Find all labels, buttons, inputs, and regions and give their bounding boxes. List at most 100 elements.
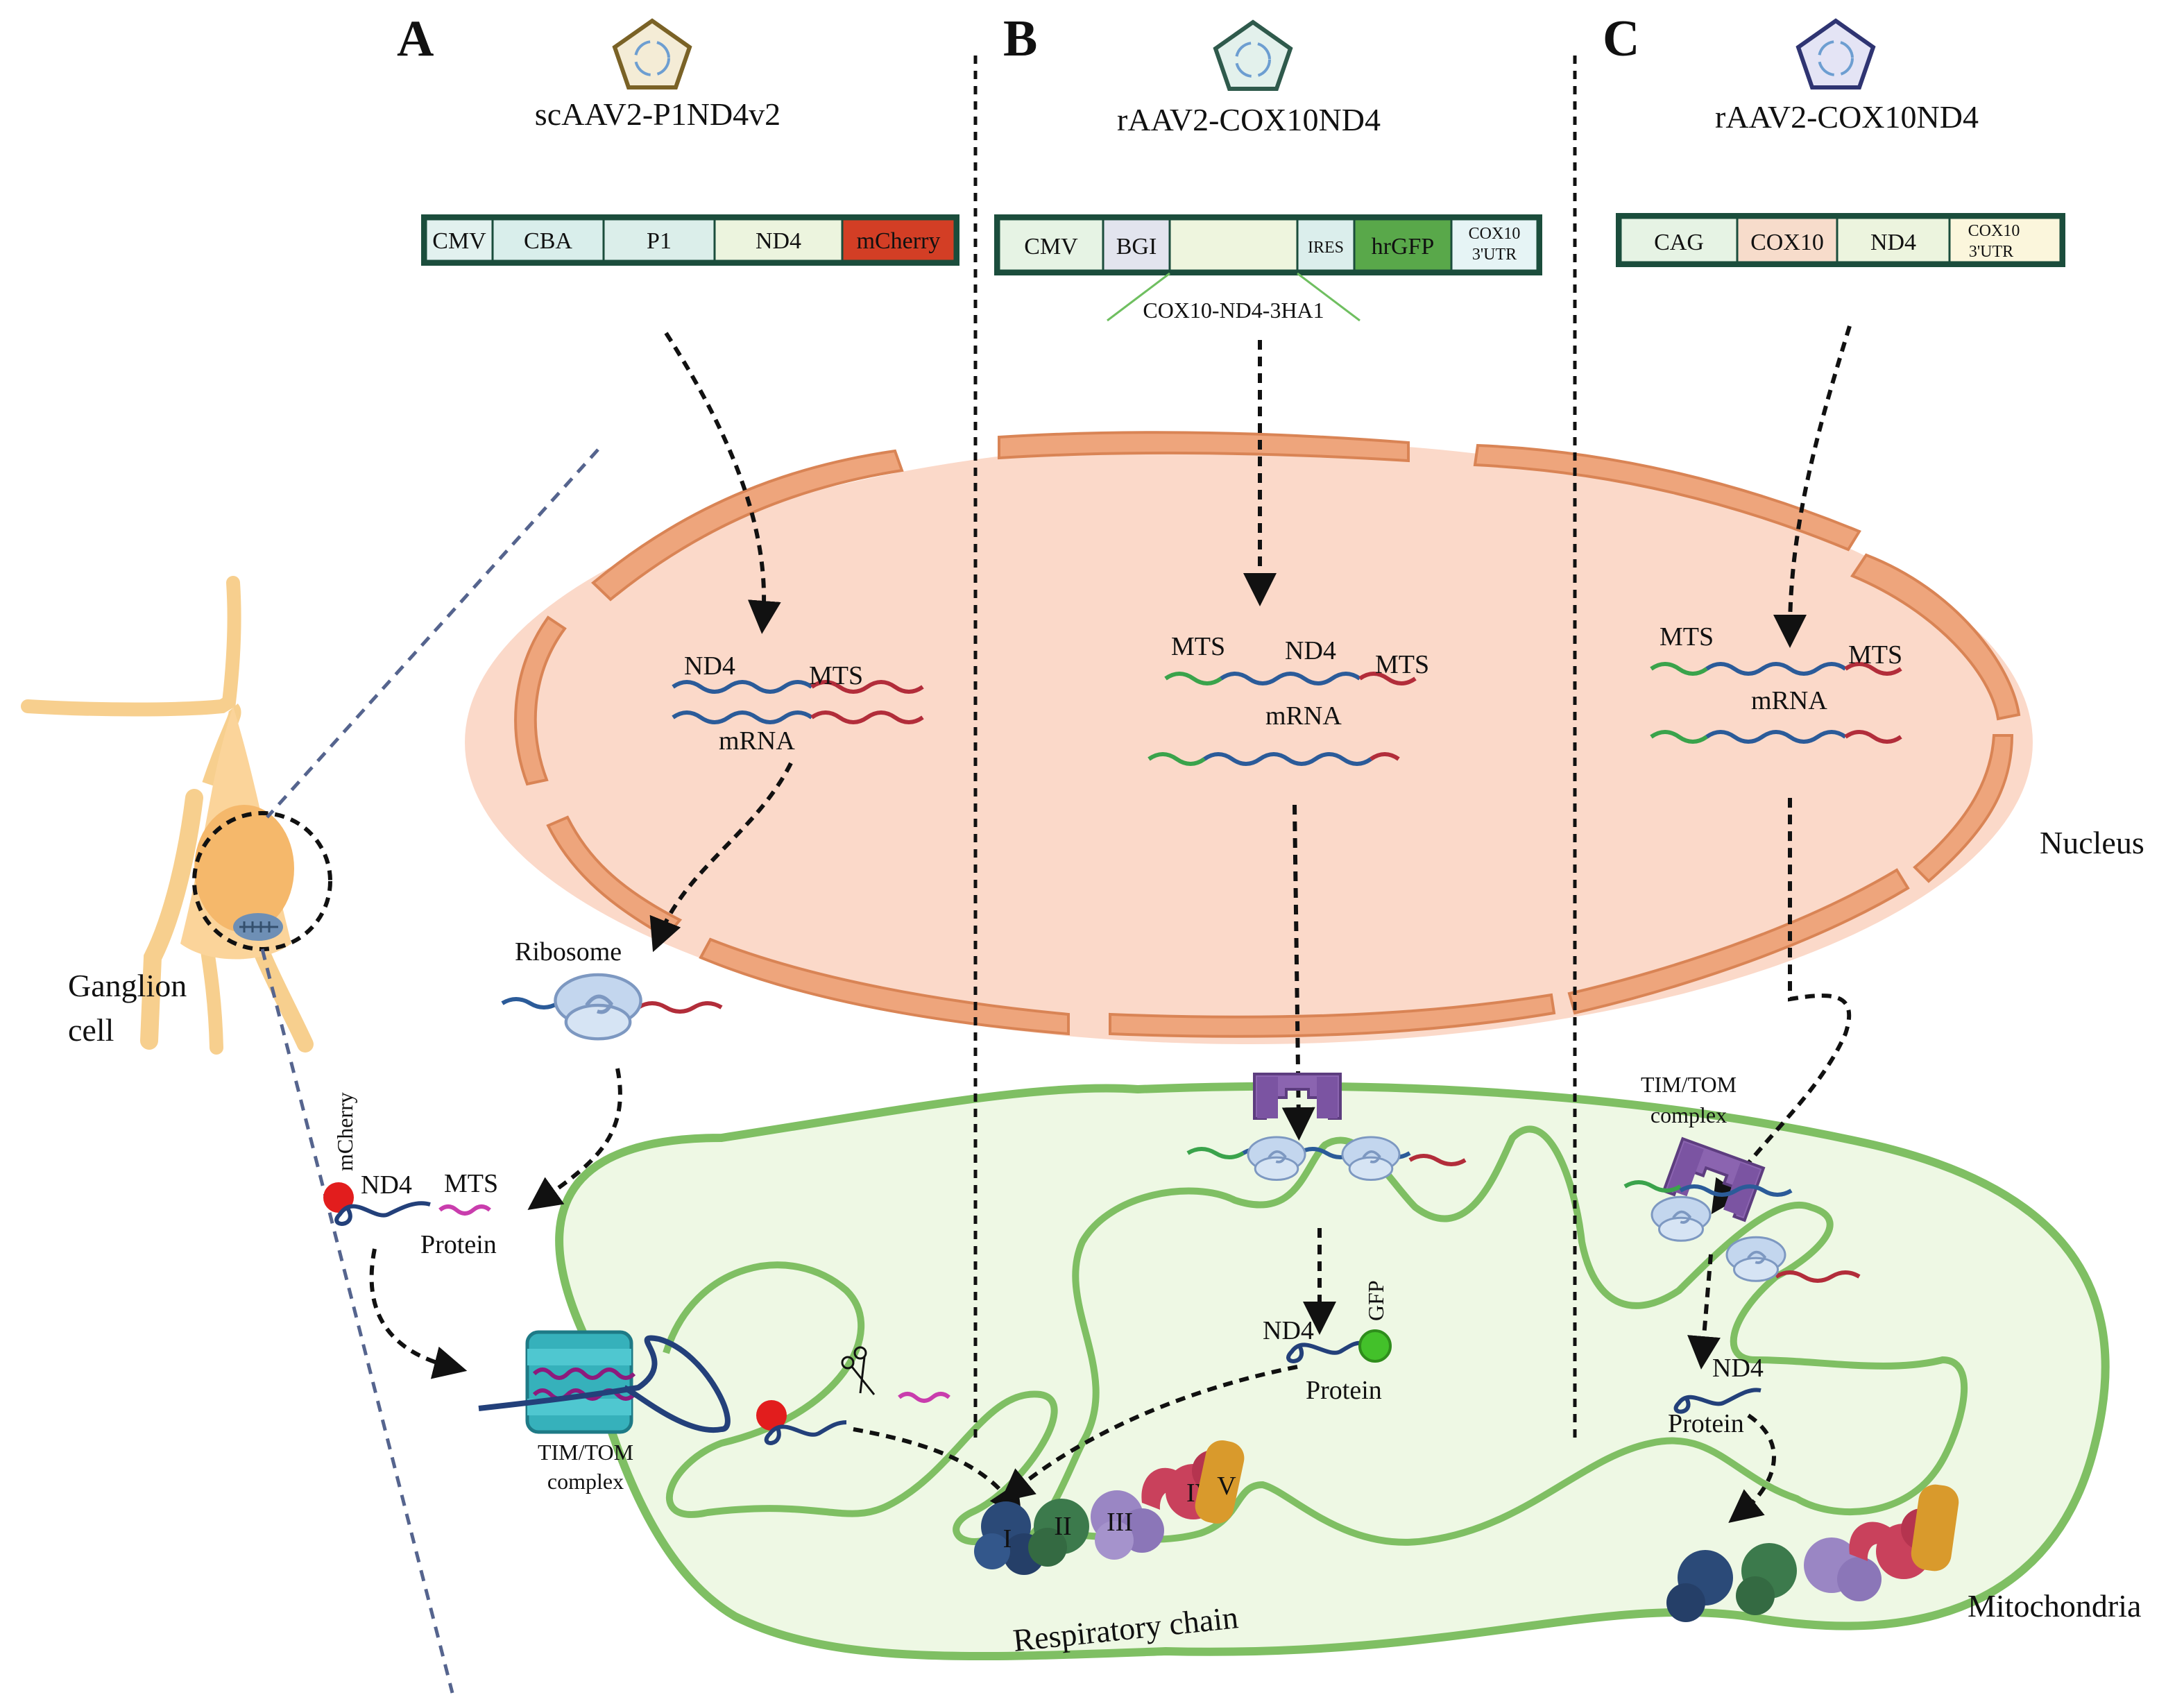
complex-iii: III <box>1091 1490 1164 1560</box>
segment-label: COX10 <box>1469 225 1521 243</box>
segment-label: CAG <box>1654 230 1704 255</box>
protein-a: mCherry ND4 MTS Protein <box>323 1092 498 1259</box>
mrna-a: ND4 MTS mRNA <box>672 651 924 756</box>
protein-nd4-label: ND4 <box>361 1170 412 1200</box>
mitochondria-label: Mitochondria <box>1968 1588 2141 1624</box>
complex-label: III <box>1107 1508 1133 1537</box>
translating-ribosomes-b <box>1186 1136 1467 1181</box>
mrna-mts-label: MTS <box>1848 640 1902 670</box>
insert-label: COX10-ND4-3HA1 <box>1143 298 1324 323</box>
segment-label: P1 <box>647 228 672 254</box>
cleaved-protein-a <box>756 1346 950 1445</box>
segment-label: CMV <box>432 228 486 254</box>
mrna-label: mRNA <box>719 726 795 756</box>
aav-capsid-icon <box>1795 18 1876 90</box>
zoom-line-top <box>266 448 599 819</box>
ganglion-cell <box>21 576 332 1055</box>
ribosome-icon <box>1650 1195 1712 1242</box>
mcherry-ball <box>323 1182 354 1213</box>
ganglion-cell-label: cell <box>68 1012 114 1048</box>
flow-arrows <box>369 325 1852 1524</box>
complex-v: V <box>1195 1440 1245 1524</box>
ribosome-icon <box>1725 1236 1786 1282</box>
protein-label: Protein <box>1306 1376 1382 1405</box>
segment-nd4 <box>1836 216 1951 264</box>
vector-name-b: rAAV2-COX10ND4 <box>1117 102 1381 137</box>
mrna-label: mRNA <box>1265 701 1342 731</box>
aav-capsid-icon <box>1213 19 1293 91</box>
mrna-mts-label: MTS <box>1171 632 1225 661</box>
mrna-mts-label: MTS <box>1660 622 1714 651</box>
segment-mcherry <box>841 218 956 262</box>
mrna-mts-label: MTS <box>1375 650 1429 679</box>
segment-label: COX10 <box>1968 222 2020 240</box>
panel-letter-b: B <box>1003 10 1037 67</box>
protein-nd4-label: ND4 <box>1712 1354 1764 1383</box>
segment-label: 3'UTR <box>1969 243 2013 261</box>
panel-a-header: A scAAV2-P1ND4v2 <box>397 10 780 132</box>
panel-letter-c: C <box>1603 10 1639 67</box>
ribosome-label: Ribosome <box>515 937 622 966</box>
complex-ii: II <box>1028 1499 1089 1567</box>
complex-label: V <box>1217 1472 1236 1501</box>
protein-label: Protein <box>1668 1409 1744 1438</box>
translating-ribosomes-c <box>1623 1180 1861 1283</box>
mrna-nd4-label: ND4 <box>1285 636 1336 665</box>
complex-label: II <box>1054 1512 1071 1541</box>
tim-tom-label: TIM/TOM <box>1641 1072 1737 1097</box>
complex-label: I <box>1003 1524 1012 1553</box>
segment-label: IRES <box>1308 239 1344 257</box>
construct-b: CMV BGI IRES hrGFP COX10 3'UTR COX10-ND4… <box>994 214 1542 323</box>
protein-c: ND4 Protein <box>1668 1354 1764 1438</box>
ribosome-icon <box>1247 1136 1306 1181</box>
segment-cag <box>1619 216 1739 264</box>
protein-mts-label: MTS <box>444 1169 498 1198</box>
protein-b: ND4 GFP Protein <box>1263 1280 1392 1405</box>
ribosome-icon <box>555 975 640 1039</box>
segment-insert <box>1168 218 1299 272</box>
segment-cox10-utr <box>1450 218 1539 272</box>
segment-bgi <box>1102 218 1171 272</box>
tim-tom-label: complex <box>1650 1102 1727 1127</box>
segment-cba <box>491 218 605 262</box>
segment-cmv <box>998 218 1104 272</box>
segment-label: ND4 <box>756 228 801 254</box>
panel-b-header: B rAAV2-COX10ND4 <box>1003 10 1381 137</box>
ribosome-a: Ribosome <box>501 937 723 1039</box>
segment-label: CBA <box>524 228 572 254</box>
mitochondrion <box>555 1082 2110 1661</box>
vector-name-c: rAAV2-COX10ND4 <box>1715 99 1979 135</box>
panel-letter-a: A <box>397 10 434 67</box>
protein-label: Protein <box>420 1230 497 1259</box>
mrna-nd4-label: ND4 <box>684 651 735 681</box>
tim-tom-import-pore-a: TIM/TOM complex <box>478 1330 731 1494</box>
segment-label: ND4 <box>1870 230 1916 255</box>
mrna-label: mRNA <box>1751 686 1827 715</box>
mrna-c: MTS MTS mRNA <box>1650 622 1902 744</box>
segment-ires <box>1296 218 1356 272</box>
ganglion-cell-label: Ganglion <box>68 968 187 1003</box>
vector-name-a: scAAV2-P1ND4v2 <box>535 96 780 132</box>
protein-nd4-label: ND4 <box>1263 1316 1314 1345</box>
segment-nd4 <box>713 218 844 262</box>
respiratory-chain: I II III IV V Respiratory chain <box>974 1440 1245 1658</box>
tim-tom-label: TIM/TOM <box>538 1440 633 1465</box>
tim-tom-complex-b <box>1253 1073 1342 1120</box>
segment-hrgfp <box>1353 218 1453 272</box>
construct-c: CAG COX10 ND4 COX10 3'UTR <box>1616 213 2065 267</box>
segment-label: hrGFP <box>1372 234 1435 259</box>
nucleus-label: Nucleus <box>2040 825 2144 860</box>
construct-a: CMV CBA P1 ND4 mCherry <box>421 214 959 266</box>
mcherry-tag-label: mCherry <box>332 1092 357 1171</box>
inner-membrane-cristae <box>663 1125 1968 1546</box>
tim-tom-label: complex <box>547 1469 624 1494</box>
gfp-ball <box>1358 1329 1392 1363</box>
segment-label: COX10 <box>1750 230 1824 255</box>
gfp-label: GFP <box>1363 1280 1388 1321</box>
mrna-mts-label: MTS <box>809 661 863 690</box>
segment-label: 3'UTR <box>1472 246 1517 264</box>
panel-c-header: C rAAV2-COX10ND4 <box>1603 10 1979 135</box>
scissors-icon <box>841 1346 876 1395</box>
aav-capsid-icon <box>612 18 692 90</box>
zoom-line-bottom <box>260 948 454 1694</box>
